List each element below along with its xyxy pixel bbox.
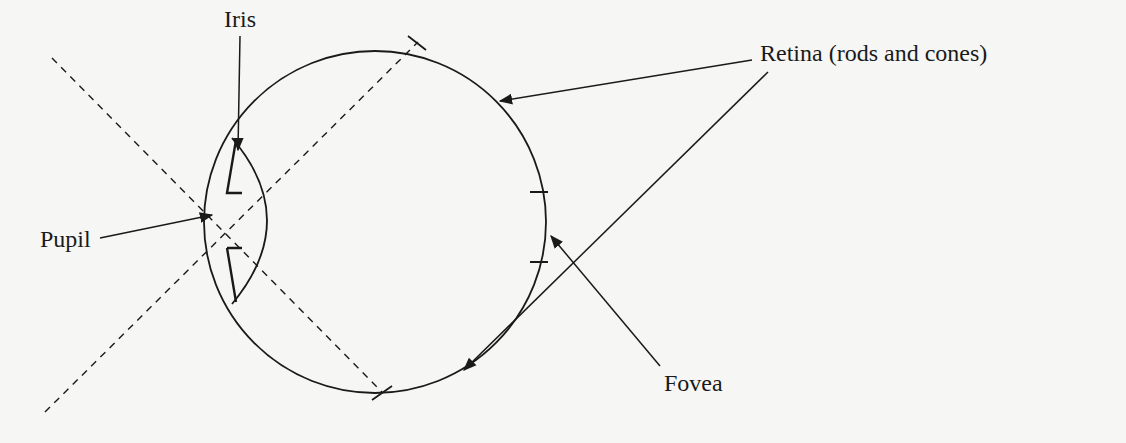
fovea-mark bbox=[530, 192, 548, 262]
part-label: Fovea bbox=[664, 370, 723, 396]
ray-line bbox=[45, 42, 418, 412]
part-label: Iris bbox=[224, 6, 256, 32]
iris-upper bbox=[227, 140, 242, 193]
leader-line bbox=[238, 36, 240, 150]
eyeball-outline bbox=[204, 51, 546, 393]
leader-line bbox=[100, 215, 212, 238]
part-label: Pupil bbox=[40, 226, 91, 252]
ray-line bbox=[52, 58, 382, 392]
ray-tick bbox=[372, 36, 426, 400]
leader-line bbox=[464, 72, 768, 370]
leader-line bbox=[551, 236, 660, 366]
iris-lower bbox=[227, 248, 242, 302]
lens bbox=[232, 138, 267, 304]
part-label: Retina (rods and cones) bbox=[760, 40, 987, 66]
leader-line bbox=[500, 60, 752, 101]
